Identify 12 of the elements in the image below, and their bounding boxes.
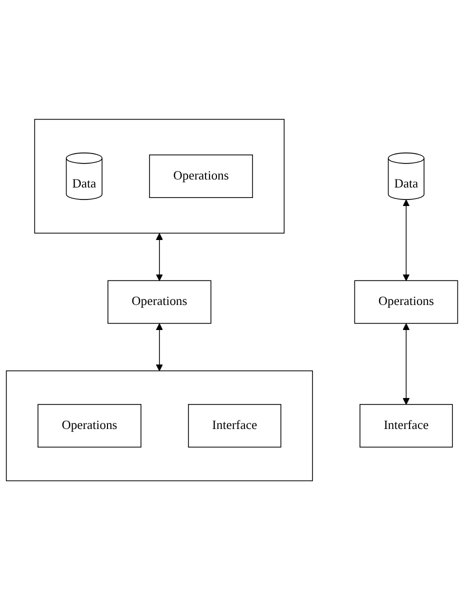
- node-box: Interface: [360, 404, 453, 448]
- node-box: Operations: [38, 404, 142, 448]
- arrow: [402, 323, 410, 405]
- node-box: Operations: [108, 280, 212, 324]
- node-box: Operations: [354, 280, 458, 324]
- cluster: [34, 118, 285, 234]
- arrow: [156, 233, 163, 281]
- node-box: Operations: [149, 154, 253, 198]
- arrow: [402, 200, 410, 281]
- cluster: [6, 370, 313, 482]
- arrow: [156, 323, 163, 372]
- node-box: Interface: [188, 404, 282, 448]
